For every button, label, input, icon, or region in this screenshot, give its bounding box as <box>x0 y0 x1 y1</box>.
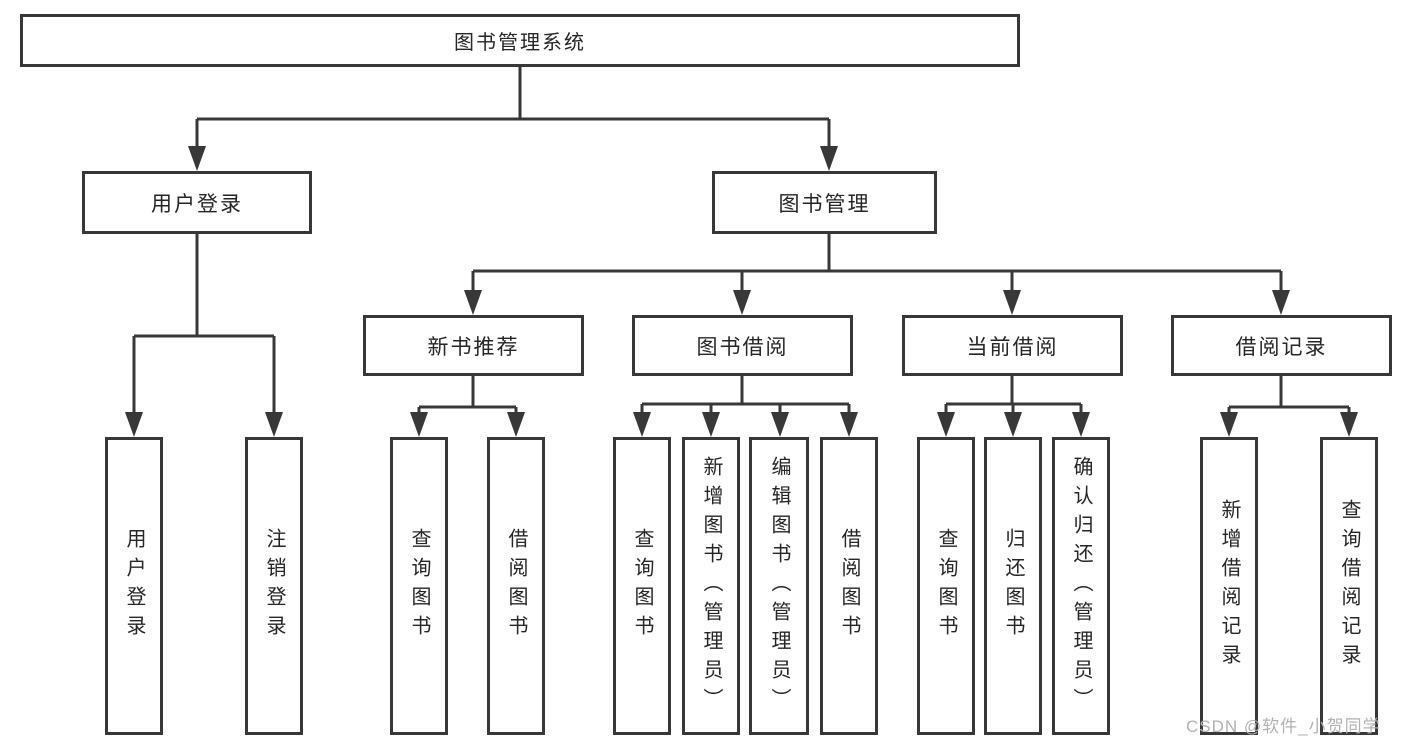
node-borrow-record: 借阅记录 <box>1171 315 1392 376</box>
leaf-query-book-3-label: 查询图书 <box>935 528 957 644</box>
leaf-confirm-return-admin: 确认归还（管理员） <box>1052 437 1110 735</box>
node-new-book-recommend: 新书推荐 <box>363 315 584 376</box>
leaf-borrow-book-1-label: 借阅图书 <box>505 528 527 644</box>
leaf-query-book-2-label: 查询图书 <box>631 528 653 644</box>
leaf-query-borrow-record-label: 查询借阅记录 <box>1338 499 1360 673</box>
leaf-logout: 注销登录 <box>245 437 303 735</box>
leaf-edit-book-admin-label: 编辑图书（管理员） <box>768 455 790 717</box>
leaf-edit-book-admin: 编辑图书（管理员） <box>749 437 809 735</box>
leaf-logout-label: 注销登录 <box>263 528 285 644</box>
leaf-query-book-3: 查询图书 <box>917 437 975 735</box>
node-book-management: 图书管理 <box>712 171 937 234</box>
leaf-add-book-admin-label: 新增图书（管理员） <box>700 455 722 717</box>
leaf-add-book-admin: 新增图书（管理员） <box>682 437 740 735</box>
node-new-book-recommend-label: 新书推荐 <box>427 335 520 359</box>
leaf-confirm-return-admin-label: 确认归还（管理员） <box>1070 455 1092 717</box>
leaf-user-login-label: 用户登录 <box>123 528 145 644</box>
leaf-borrow-book-2-label: 借阅图书 <box>838 528 860 644</box>
node-root-label: 图书管理系统 <box>454 32 586 54</box>
leaf-return-book: 归还图书 <box>984 437 1042 735</box>
watermark: CSDN @软件_小贺同学 <box>1186 717 1381 736</box>
node-user-login-label: 用户登录 <box>151 192 243 216</box>
leaf-borrow-book-1: 借阅图书 <box>487 437 545 735</box>
leaf-borrow-book-2: 借阅图书 <box>820 437 878 735</box>
node-user-login: 用户登录 <box>82 171 312 234</box>
node-book-borrow: 图书借阅 <box>632 315 853 376</box>
leaf-return-book-label: 归还图书 <box>1002 528 1024 644</box>
node-book-borrow-label: 图书借阅 <box>696 335 789 359</box>
node-borrow-record-label: 借阅记录 <box>1235 335 1328 359</box>
node-current-borrow-label: 当前借阅 <box>966 335 1059 359</box>
leaf-query-borrow-record: 查询借阅记录 <box>1320 437 1378 735</box>
leaf-query-book-2: 查询图书 <box>613 437 671 735</box>
node-current-borrow: 当前借阅 <box>902 315 1123 376</box>
leaf-query-book-1: 查询图书 <box>390 437 448 735</box>
leaf-add-borrow-record-label: 新增借阅记录 <box>1218 499 1240 673</box>
node-book-management-label: 图书管理 <box>778 192 871 216</box>
leaf-query-book-1-label: 查询图书 <box>408 528 430 644</box>
leaf-add-borrow-record: 新增借阅记录 <box>1200 437 1258 735</box>
leaf-user-login: 用户登录 <box>105 437 163 735</box>
node-root: 图书管理系统 <box>20 14 1020 67</box>
